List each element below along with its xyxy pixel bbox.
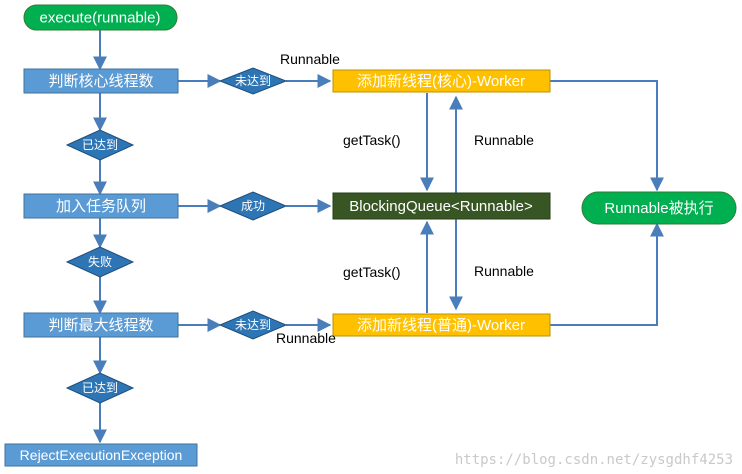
watermark: https://blog.csdn.net/zysgdhf4253 <box>455 452 733 468</box>
node-check-max-label: 判断最大线程数 <box>48 317 153 334</box>
decision-queue-success-label: 成功 <box>241 199 265 213</box>
node-start: execute(runnable) <box>23 4 178 31</box>
connectors <box>93 30 664 444</box>
label-runnable-bottom: Runnable <box>276 330 336 346</box>
node-start-label: execute(runnable) <box>40 10 161 27</box>
decision-max-reached-label: 已达到 <box>82 381 118 395</box>
node-add-queue-label: 加入任务队列 <box>56 198 146 215</box>
node-runnable-executed-label: Runnable被执行 <box>604 200 713 217</box>
decision-core-not-reached: 未达到 <box>218 67 288 95</box>
decision-max-not-reached-label: 未达到 <box>235 318 271 332</box>
decision-max-reached: 已达到 <box>65 372 135 404</box>
decision-max-not-reached: 未达到 <box>218 310 288 340</box>
node-runnable-executed: Runnable被执行 <box>581 191 737 225</box>
decision-core-reached-label: 已达到 <box>82 138 118 152</box>
node-check-core: 判断核心线程数 <box>23 68 179 94</box>
label-gettask-upper: getTask() <box>343 132 401 148</box>
node-reject: RejectExecutionException <box>4 443 198 467</box>
node-blocking-queue-label: BlockingQueue<Runnable> <box>349 198 533 215</box>
label-gettask-lower: getTask() <box>343 264 401 280</box>
node-add-core-worker-label: 添加新线程(核心)-Worker <box>357 73 525 90</box>
node-add-normal-worker: 添加新线程(普通)-Worker <box>332 313 551 337</box>
label-runnable-upper-right: Runnable <box>474 132 534 148</box>
node-blocking-queue: BlockingQueue<Runnable> <box>332 192 551 220</box>
decision-core-reached: 已达到 <box>65 129 135 161</box>
node-add-normal-worker-label: 添加新线程(普通)-Worker <box>357 317 525 334</box>
decision-queue-fail: 失败 <box>65 246 135 278</box>
node-add-queue: 加入任务队列 <box>23 193 179 219</box>
arrow-normal-worker-to-executed <box>550 222 664 326</box>
decision-queue-fail-label: 失败 <box>88 254 112 269</box>
arrow-core-worker-to-executed <box>550 80 664 192</box>
label-runnable-top: Runnable <box>280 51 340 67</box>
label-runnable-lower-right: Runnable <box>474 263 534 279</box>
node-check-core-label: 判断核心线程数 <box>48 73 153 90</box>
decision-core-not-reached-label: 未达到 <box>235 74 271 88</box>
node-add-core-worker: 添加新线程(核心)-Worker <box>332 69 551 93</box>
decision-queue-success: 成功 <box>218 191 288 221</box>
node-reject-label: RejectExecutionException <box>20 447 183 463</box>
node-check-max: 判断最大线程数 <box>23 312 179 338</box>
